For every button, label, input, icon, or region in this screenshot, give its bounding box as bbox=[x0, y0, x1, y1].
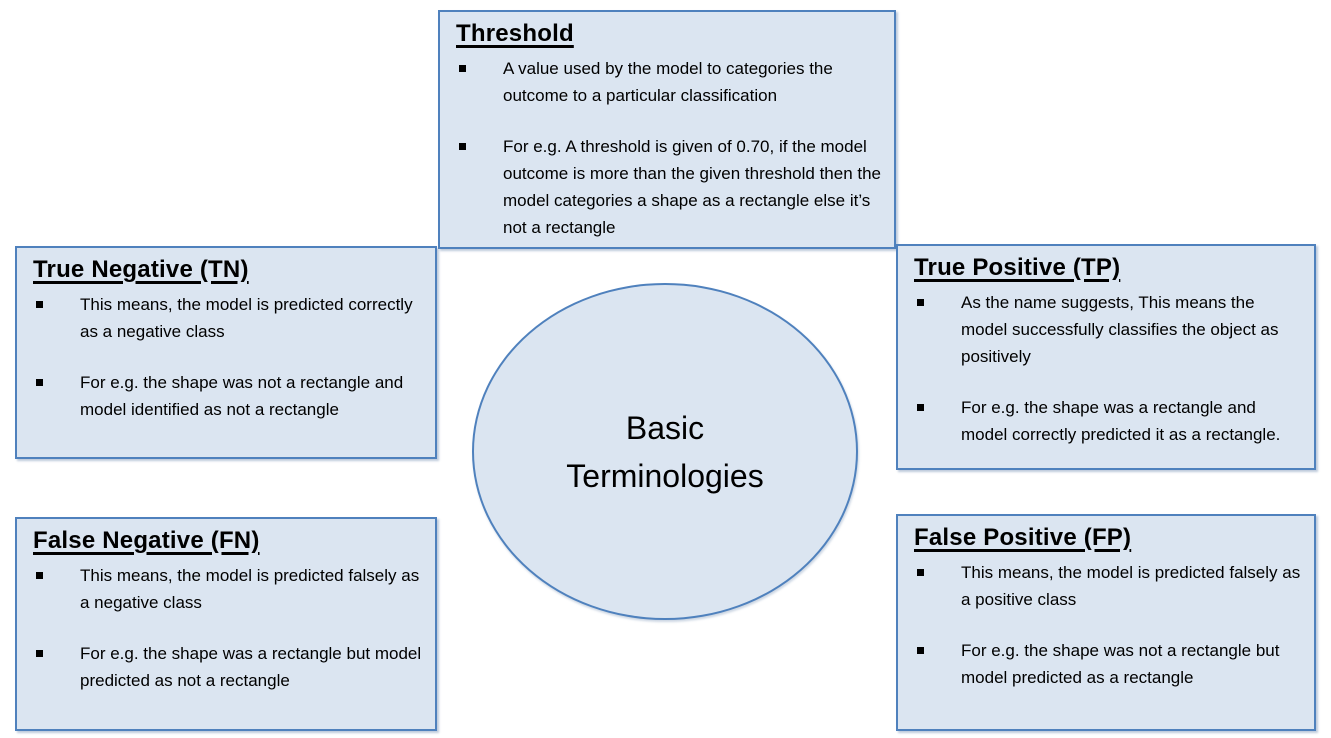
bullet-text: This means, the model is predicted false… bbox=[961, 563, 1301, 609]
bullet-text: For e.g. the shape was a rectangle but m… bbox=[80, 644, 422, 690]
true-negative-box: True Negative (TN) This means, the model… bbox=[15, 246, 437, 459]
false-positive-box: False Positive (FP) This means, the mode… bbox=[896, 514, 1316, 731]
bullet-text: For e.g. the shape was not a rectangle b… bbox=[961, 641, 1280, 687]
threshold-box: Threshold A value used by the model to c… bbox=[438, 10, 896, 249]
false-positive-box-title: False Positive (FP) bbox=[914, 524, 1132, 551]
bullet-item: For e.g. the shape was a rectangle and m… bbox=[914, 394, 1302, 448]
bullet-item: This means, the model is predicted corre… bbox=[33, 291, 423, 345]
true-positive-box: True Positive (TP) As the name suggests,… bbox=[896, 244, 1316, 470]
bullet-item: For e.g. A threshold is given of 0.70, i… bbox=[456, 133, 882, 241]
true-positive-box-title: True Positive (TP) bbox=[914, 254, 1121, 281]
bullet-text: For e.g. the shape was not a rectangle a… bbox=[80, 373, 404, 419]
bullet-text: This means, the model is predicted false… bbox=[80, 566, 420, 612]
bullet-text: For e.g. the shape was a rectangle and m… bbox=[961, 398, 1281, 444]
bullet-square-icon bbox=[917, 299, 924, 306]
bullet-item: For e.g. the shape was not a rectangle a… bbox=[33, 369, 423, 423]
bullet-text: For e.g. A threshold is given of 0.70, i… bbox=[503, 137, 882, 237]
threshold-box-title: Threshold bbox=[456, 20, 574, 47]
bullet-item: This means, the model is predicted false… bbox=[914, 559, 1302, 613]
bullet-square-icon bbox=[917, 647, 924, 654]
bullet-square-icon bbox=[917, 404, 924, 411]
bullet-square-icon bbox=[459, 143, 466, 150]
center-ellipse: Basic Terminologies bbox=[472, 283, 858, 620]
bullet-item: For e.g. the shape was not a rectangle b… bbox=[914, 637, 1302, 691]
true-negative-box-title: True Negative (TN) bbox=[33, 256, 249, 283]
bullet-text: A value used by the model to categories … bbox=[503, 59, 833, 105]
bullet-square-icon bbox=[36, 301, 43, 308]
bullet-square-icon bbox=[36, 650, 43, 657]
bullet-item: For e.g. the shape was a rectangle but m… bbox=[33, 640, 423, 694]
center-label-line2: Terminologies bbox=[566, 457, 764, 494]
bullet-item: This means, the model is predicted false… bbox=[33, 562, 423, 616]
bullet-square-icon bbox=[459, 65, 466, 72]
bullet-item: A value used by the model to categories … bbox=[456, 55, 882, 109]
center-label-line1: Basic bbox=[625, 409, 705, 446]
bullet-square-icon bbox=[917, 569, 924, 576]
false-negative-box-title: False Negative (FN) bbox=[33, 527, 260, 554]
bullet-square-icon bbox=[36, 572, 43, 579]
false-negative-box: False Negative (FN) This means, the mode… bbox=[15, 517, 437, 731]
bullet-square-icon bbox=[36, 379, 43, 386]
bullet-text: This means, the model is predicted corre… bbox=[80, 295, 413, 341]
bullet-text: As the name suggests, This means the mod… bbox=[961, 293, 1279, 366]
bullet-item: As the name suggests, This means the mod… bbox=[914, 289, 1302, 370]
